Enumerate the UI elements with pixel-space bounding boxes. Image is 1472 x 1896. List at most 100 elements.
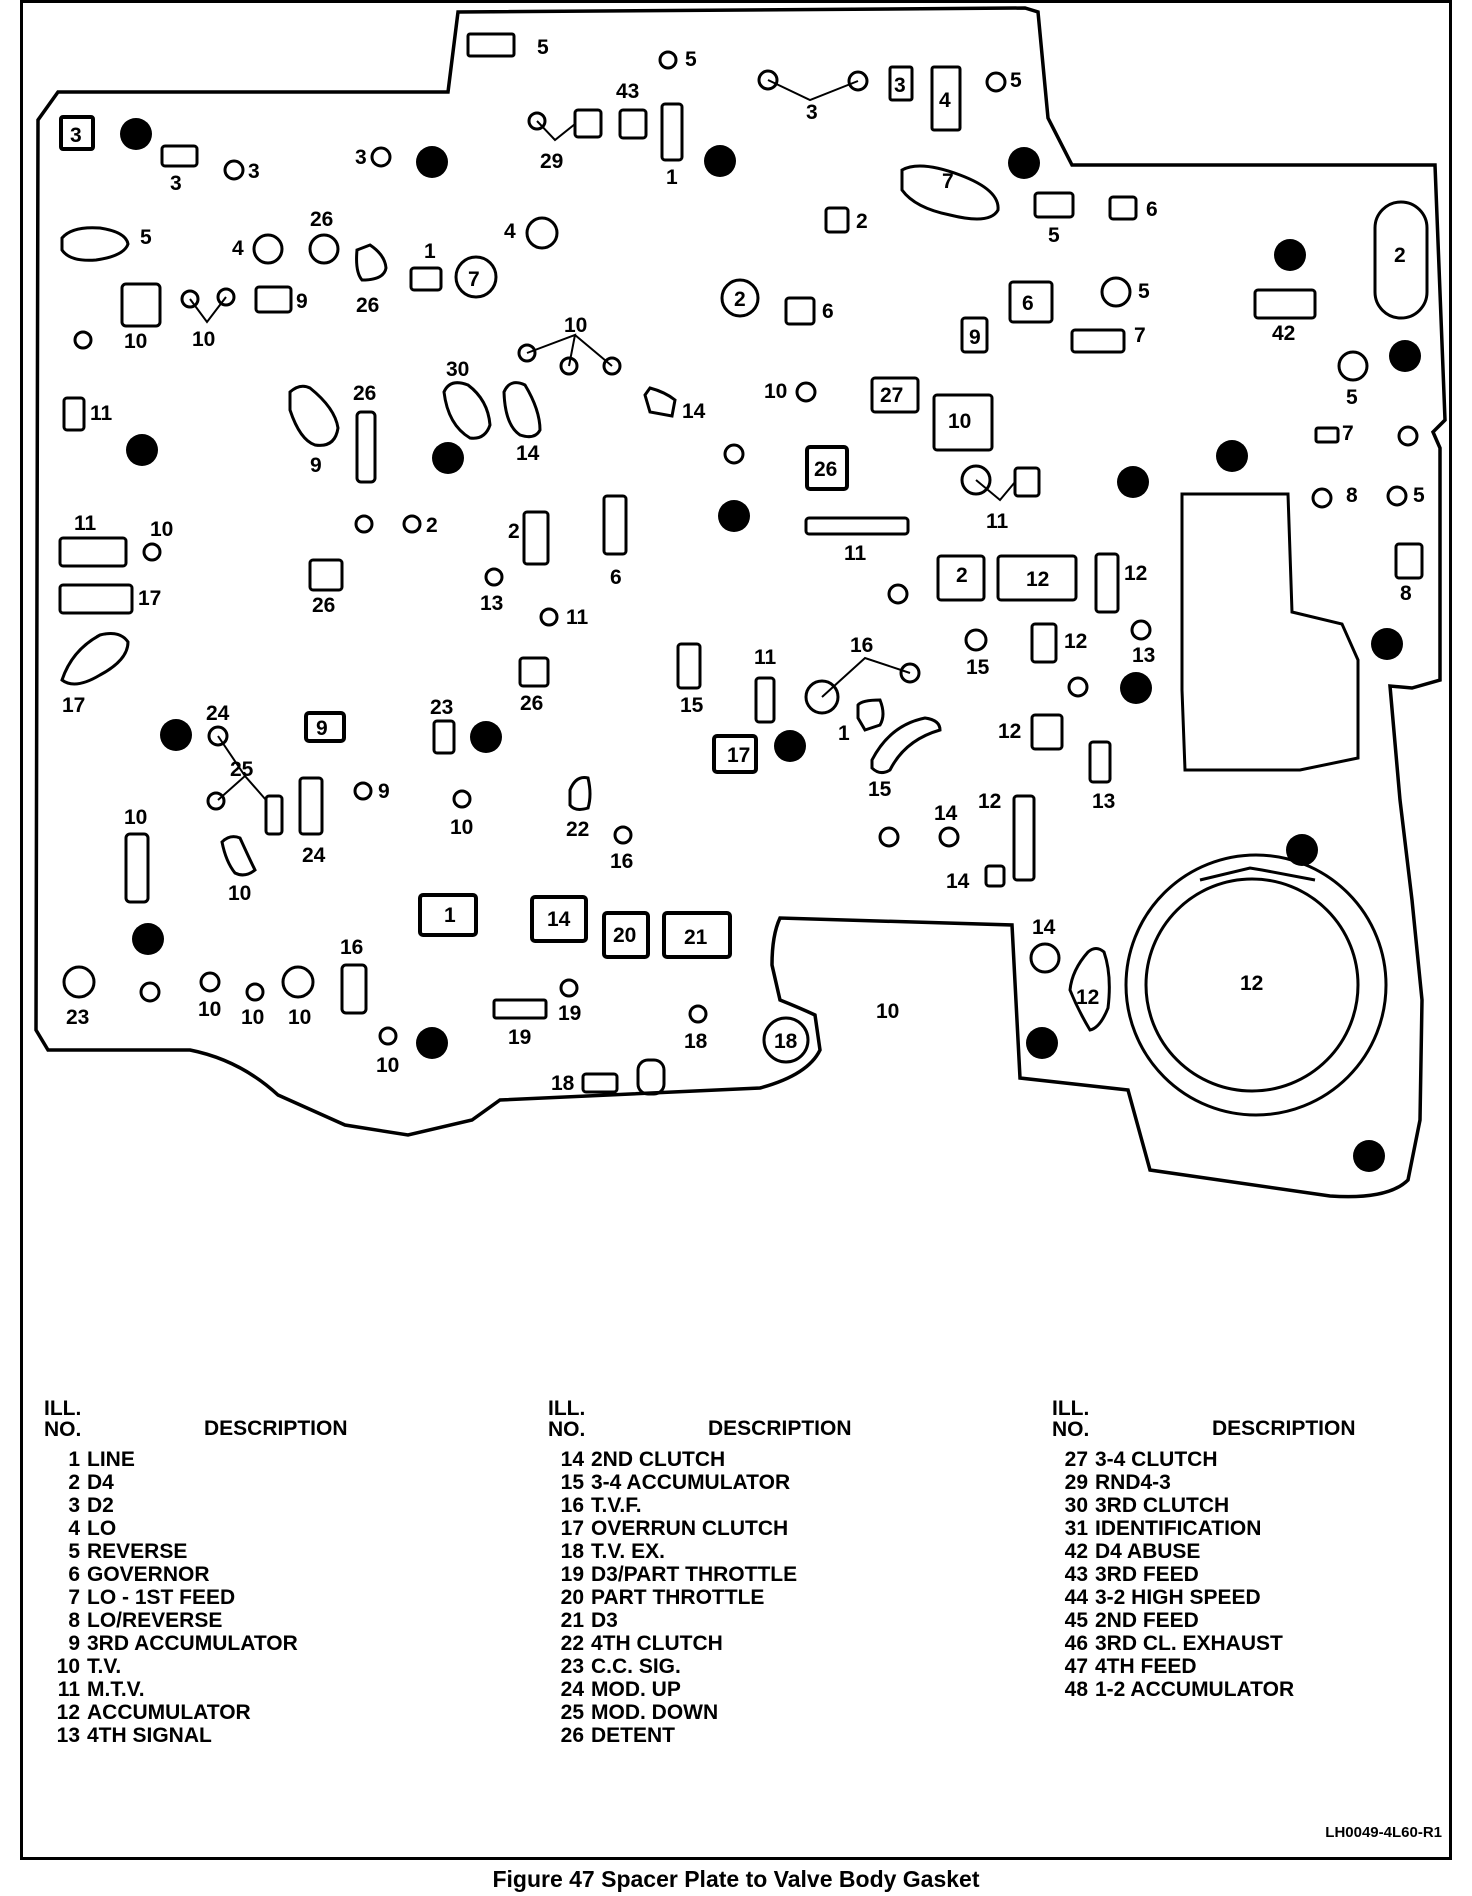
diagram-label: 26 — [520, 692, 543, 715]
passage-opening — [1253, 288, 1317, 320]
legend-header-ill: ILL.NO. — [548, 1397, 586, 1441]
passage-opening — [539, 607, 559, 627]
passage-opening — [525, 216, 559, 250]
passage-opening — [1386, 485, 1408, 507]
passage-opening — [340, 963, 368, 1015]
legend-number: 25 — [560, 1701, 584, 1724]
passage-opening — [618, 108, 648, 140]
passage-opening — [252, 233, 284, 265]
legend-description: GOVERNOR — [87, 1563, 210, 1586]
legend-number: 16 — [560, 1494, 584, 1517]
diagram-label: 15 — [966, 656, 990, 679]
passage-opening — [139, 981, 161, 1003]
bolt-hole — [774, 730, 806, 762]
legend-number: 13 — [56, 1724, 80, 1747]
passage-opening — [720, 278, 760, 318]
bolt-hole — [1371, 628, 1403, 660]
passage-opening — [1067, 676, 1089, 698]
spacer-plate-diagram: 5 5 5 5 5 5 5 5 3 3 3 3 3 3 4 4 4 43 29 … — [34, 6, 1447, 1199]
passage-opening — [712, 734, 758, 774]
diagram-label: 1 — [444, 904, 456, 927]
passage-opening — [932, 393, 994, 452]
passage-opening — [643, 386, 677, 418]
diagram-label: 20 — [613, 924, 636, 947]
legend-number: 10 — [56, 1655, 80, 1678]
passage-opening — [887, 583, 909, 605]
passage-opening — [206, 791, 226, 811]
passage-opening — [804, 516, 910, 536]
diagram-label: 11 — [754, 646, 777, 669]
drawing-code: LH0049-4L60-R1 — [1325, 1824, 1442, 1841]
passage-opening — [502, 381, 542, 439]
diagram-label: 16 — [610, 850, 633, 873]
diagram-label: 24 — [302, 844, 326, 867]
diagram-label: 9 — [378, 780, 390, 803]
legend-number: 29 — [1064, 1471, 1088, 1494]
diagram-label: 26 — [312, 594, 335, 617]
leader-lines — [189, 79, 1016, 801]
diagram-label: 7 — [468, 268, 480, 291]
legend-description: 2ND CLUTCH — [591, 1448, 726, 1471]
passage-opening — [676, 642, 702, 690]
legend-description: D3 — [591, 1609, 618, 1632]
bolt-hole — [1117, 466, 1149, 498]
passage-opening — [432, 719, 456, 755]
passage-opening — [304, 711, 346, 743]
passage-opening — [1033, 191, 1075, 219]
bolt-holes — [120, 118, 1421, 1172]
passage-opening — [58, 583, 134, 615]
passage-openings — [58, 32, 1429, 1096]
passage-opening — [466, 32, 516, 58]
passage-opening — [120, 282, 162, 328]
passage-opening — [288, 384, 340, 447]
diagram-label: 12 — [1240, 972, 1263, 995]
diagram-label: 12 — [1026, 568, 1049, 591]
diagram-label: 5 — [537, 36, 549, 59]
legend-number: 11 — [57, 1678, 80, 1701]
diagram-label: 5 — [1010, 69, 1022, 92]
legend-number: 22 — [560, 1632, 584, 1655]
passage-opening — [1373, 200, 1429, 320]
legend-description: 3RD CLUTCH — [1095, 1494, 1230, 1517]
legend-description: M.T.V. — [87, 1678, 145, 1701]
legend-number: 47 — [1064, 1655, 1088, 1678]
passage-opening — [308, 233, 340, 265]
accumulator-notch — [1199, 866, 1316, 882]
diagram-label: 2 — [426, 514, 438, 537]
diagram-label: 1 — [838, 722, 850, 745]
passage-opening — [355, 410, 377, 484]
legend-description: C.C. SIG. — [591, 1655, 681, 1678]
passage-opening — [378, 1026, 398, 1046]
legend-number: 8 — [68, 1609, 80, 1632]
passage-opening — [522, 510, 550, 566]
passage-opening — [60, 632, 130, 686]
diagram-label: 8 — [1346, 484, 1358, 507]
diagram-label: 10 — [228, 882, 251, 905]
bolt-hole — [718, 500, 750, 532]
bolt-hole — [1008, 147, 1040, 179]
diagram-label: 5 — [1048, 224, 1060, 247]
passage-opening — [762, 1016, 810, 1064]
legend-row: 11 M.T.V. — [44, 1678, 348, 1701]
diagram-label: 10 — [241, 1006, 264, 1029]
diagram-label: 3 — [355, 146, 367, 169]
passage-opening — [888, 65, 914, 102]
legend-number: 3 — [68, 1494, 80, 1517]
passage-opening — [1108, 195, 1138, 221]
passage-opening — [1013, 466, 1041, 498]
passage-opening — [984, 864, 1006, 888]
reference-labels: 5 5 5 5 5 5 5 5 3 3 3 3 3 3 4 4 4 43 29 … — [62, 36, 1425, 1095]
passage-opening — [452, 789, 472, 809]
diagram-label: 10 — [564, 314, 587, 337]
diagram-label: 11 — [90, 402, 113, 425]
